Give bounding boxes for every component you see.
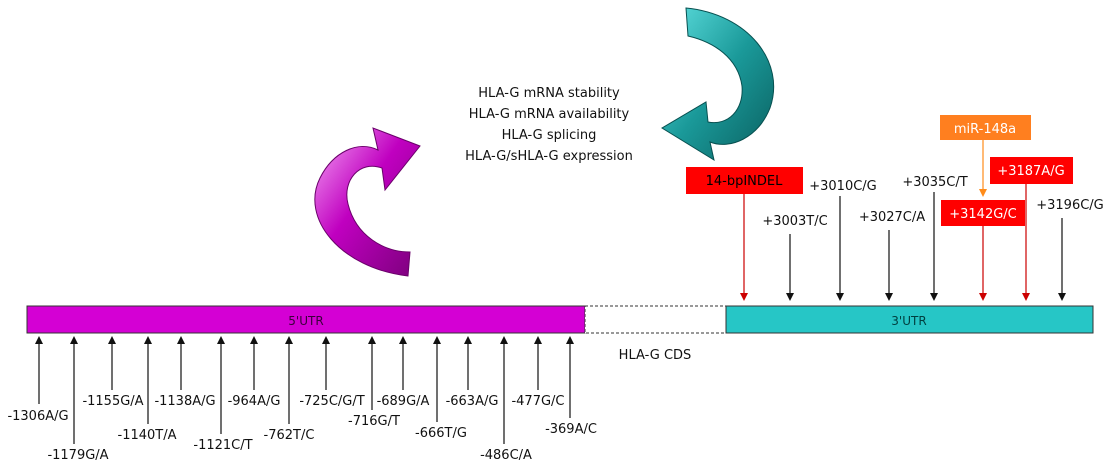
snp-label-725: -725C/G/T — [299, 394, 364, 409]
snp-label-762: -762T/C — [264, 428, 315, 443]
effect-mrna-availability: HLA-G mRNA availability — [469, 107, 630, 122]
snp-box-14bp-indel — [686, 167, 803, 194]
snp-box-3187 — [990, 157, 1073, 184]
teal-curved-arrow-icon — [661, 7, 775, 162]
snp-label-666: -666T/G — [415, 426, 467, 441]
snp-label-1140: -1140T/A — [118, 428, 177, 443]
snp-label-3010: +3010C/G — [809, 179, 877, 194]
snp-label-1121: -1121C/T — [193, 438, 252, 453]
utr5-label: 5'UTR — [288, 314, 323, 328]
purple-curved-arrow-icon — [314, 127, 421, 277]
snp-label-1138: -1138A/G — [154, 394, 215, 409]
snp-label-663: -663A/G — [446, 394, 499, 409]
cds-label: HLA-G CDS — [619, 348, 692, 363]
snp-label-689: -689G/A — [377, 394, 430, 409]
mirna-box — [940, 115, 1031, 140]
effect-mrna-stability: HLA-G mRNA stability — [478, 86, 620, 101]
snp-label-3035: +3035C/T — [902, 175, 967, 190]
snp-label-3142: +3142G/C — [949, 207, 1017, 222]
snp-label-3003: +3003T/C — [762, 214, 827, 229]
effect-expression: HLA-G/sHLA-G expression — [465, 149, 633, 164]
snp-label-369: -369A/C — [545, 422, 597, 437]
cds-segment — [584, 305, 727, 334]
snp-label-3196: +3196C/G — [1036, 198, 1104, 213]
snp-label-14bp-indel: 14-bpINDEL — [706, 174, 784, 189]
utr3-snp-arrows — [740, 139, 1066, 301]
utr5-segment — [26, 305, 586, 334]
snp-label-716: -716G/T — [348, 414, 400, 429]
snp-label-1306: -1306A/G — [7, 409, 68, 424]
snp-label-3187: +3187A/G — [997, 164, 1064, 179]
snp-label-477: -477G/C — [511, 394, 564, 409]
snp-box-3142 — [941, 200, 1025, 226]
snp-label-486: -486C/A — [480, 448, 532, 463]
snp-label-1155: -1155G/A — [82, 394, 143, 409]
mirna-label: miR-148a — [954, 122, 1016, 137]
effect-splicing: HLA-G splicing — [502, 128, 597, 143]
snp-label-3027: +3027C/A — [859, 210, 925, 225]
promoter-snp-arrows — [35, 336, 574, 444]
utr3-segment — [725, 305, 1094, 334]
utr3-label: 3'UTR — [891, 314, 926, 328]
snp-label-1179: -1179G/A — [47, 448, 108, 463]
snp-label-964: -964A/G — [228, 394, 281, 409]
